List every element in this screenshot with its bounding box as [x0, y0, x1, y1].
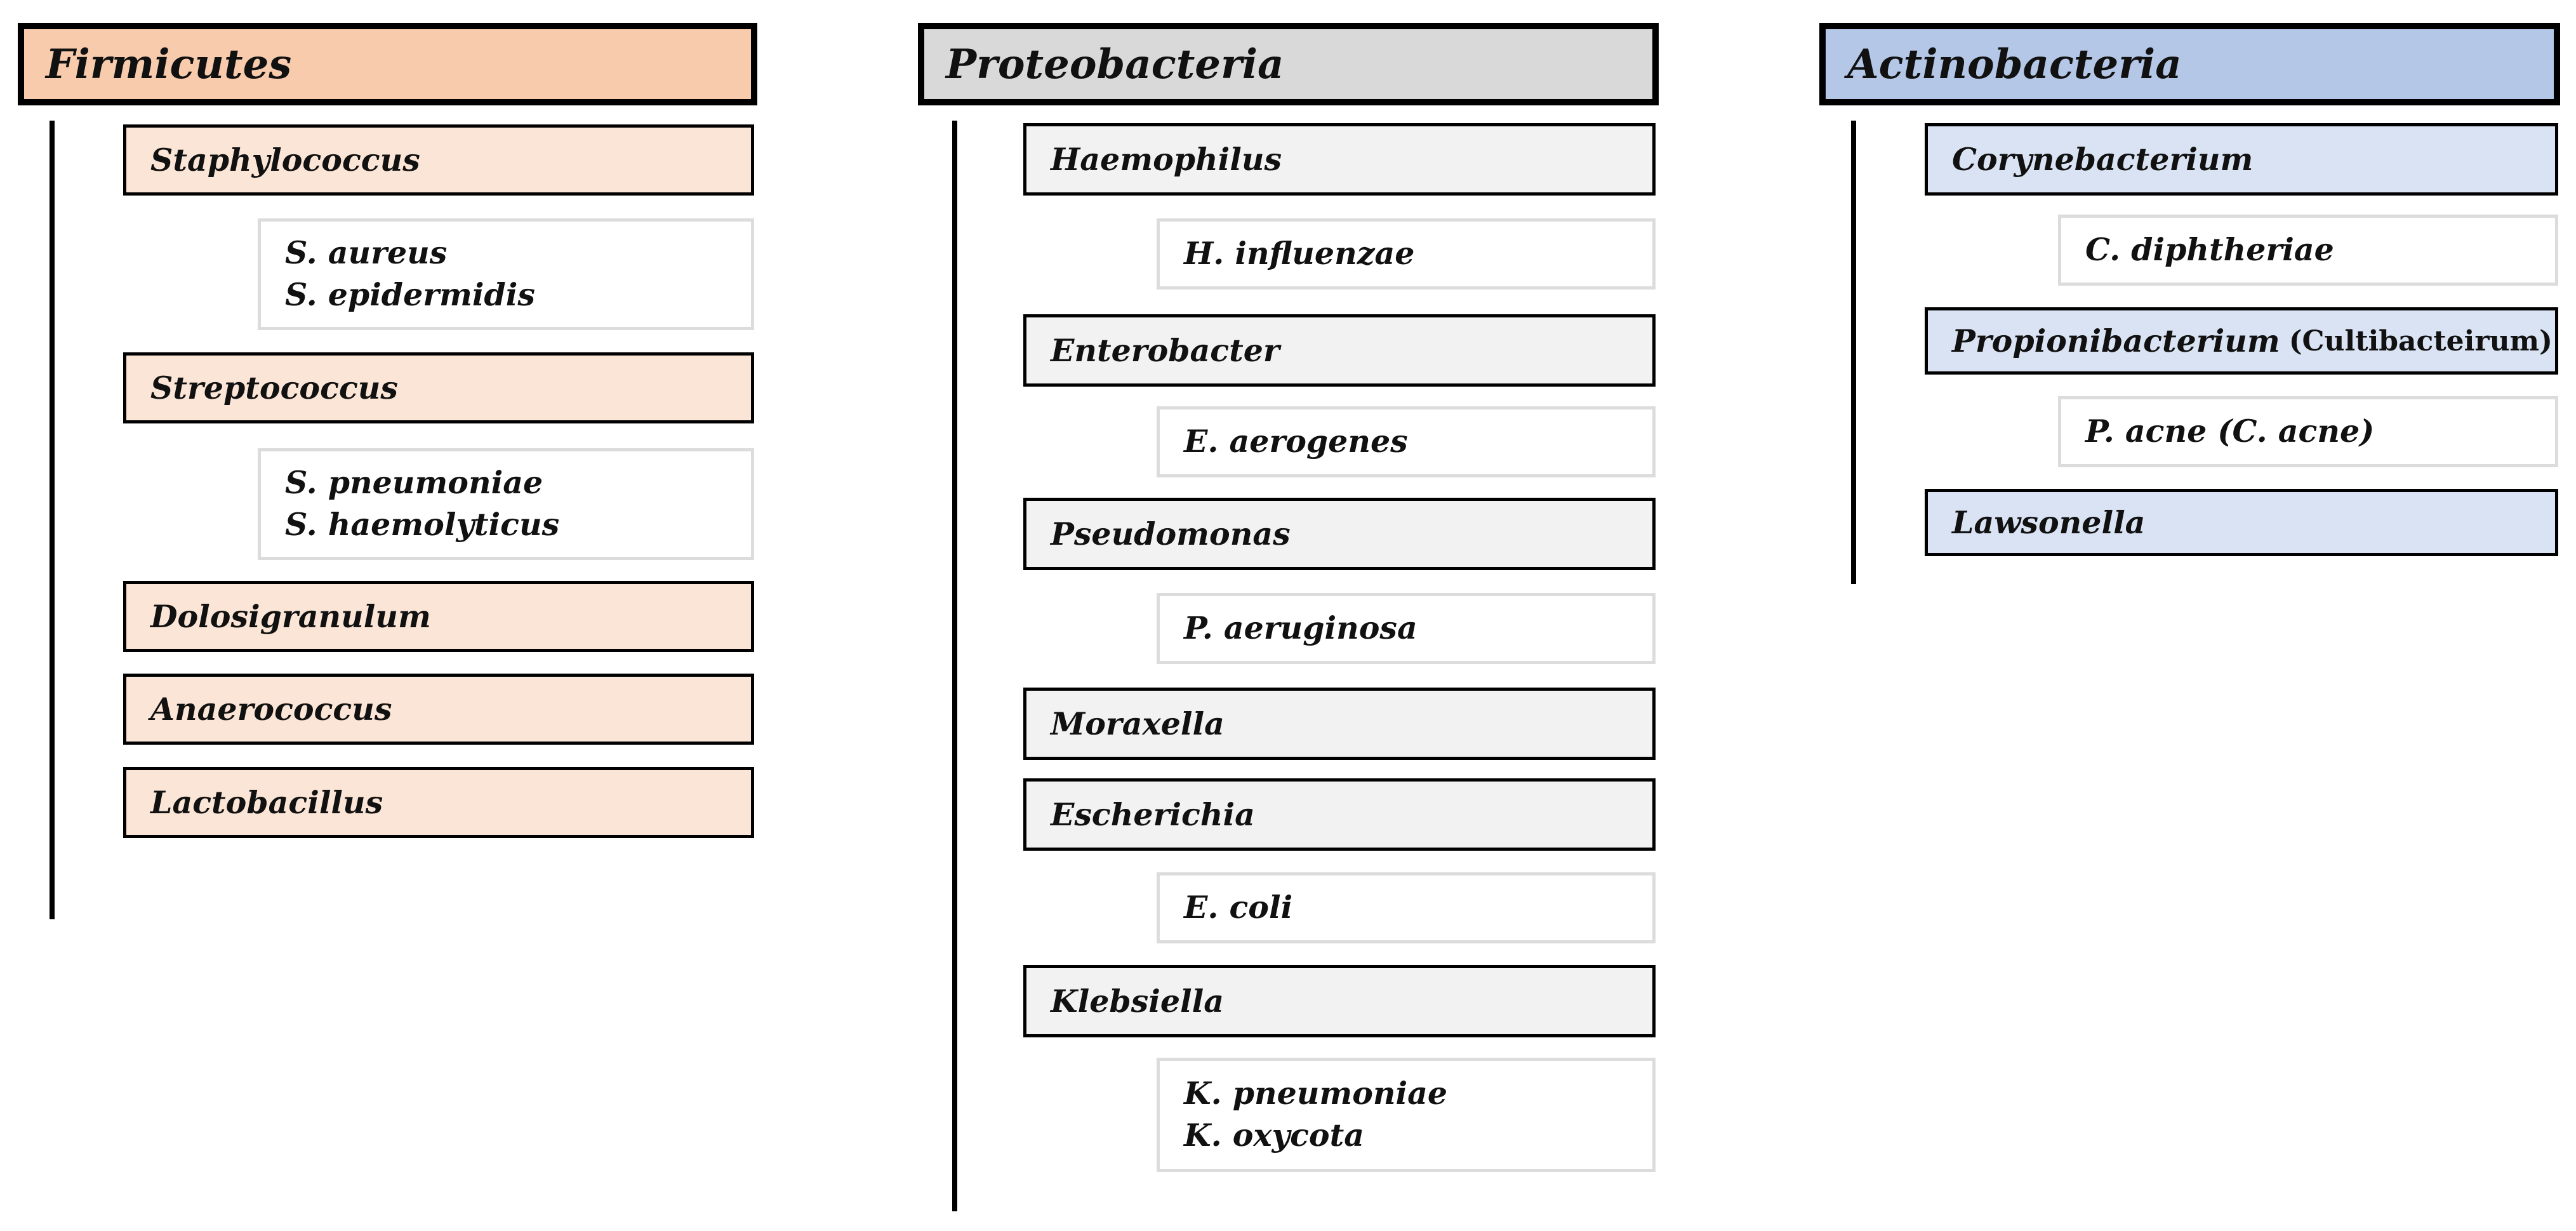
species-box-klebsiella: K. pneumoniae K. oxycota	[1157, 1058, 1656, 1172]
genus-label: Staphylococcus	[150, 142, 420, 178]
phylum-box-actinobacteria: Actinobacteria	[1819, 23, 2560, 105]
genus-box-dolosigranulum: Dolosigranulum	[123, 581, 754, 652]
genus-label: Moraxella	[1051, 705, 1225, 742]
genus-label: Anaerococcus	[150, 691, 392, 728]
genus-box-lawsonella: Lawsonella	[1925, 489, 2558, 556]
genus-box-haemophilus: Haemophilus	[1023, 123, 1656, 196]
tree-connector-line	[50, 121, 55, 919]
species-label: S. aureus	[285, 234, 448, 272]
genus-box-staphylococcus: Staphylococcus	[123, 124, 754, 196]
genus-box-corynebacterium: Corynebacterium	[1925, 123, 2558, 196]
genus-label: Corynebacterium	[1952, 141, 2254, 178]
species-box-enterobacter: E. aerogenes	[1157, 406, 1656, 477]
species-label: E. aerogenes	[1184, 423, 1408, 460]
tree-connector-line	[952, 121, 957, 1211]
species-box-pseudomonas: P. aeruginosa	[1157, 593, 1656, 664]
phylum-box-firmicutes: Firmicutes	[18, 23, 757, 105]
species-box-corynebacterium: C. diphtheriae	[2058, 215, 2558, 286]
species-label: E. coli	[1184, 889, 1293, 926]
genus-label: Lactobacillus	[150, 784, 383, 821]
genus-label: Escherichia	[1051, 796, 1255, 833]
species-label: H. influenzae	[1184, 235, 1415, 272]
species-box-escherichia: E. coli	[1157, 872, 1656, 943]
species-box-staphylococcus: S. aureus S. epidermidis	[258, 218, 754, 330]
genus-label: Streptococcus	[150, 369, 398, 406]
genus-label: Propionibacterium	[1952, 323, 2280, 359]
genus-box-pseudomonas: Pseudomonas	[1023, 498, 1656, 570]
species-label: K. oxycota	[1184, 1117, 1364, 1154]
species-label: P. aeruginosa	[1184, 609, 1417, 647]
genus-box-escherichia: Escherichia	[1023, 778, 1656, 851]
genus-box-streptococcus: Streptococcus	[123, 352, 754, 423]
genus-alt-label: (Cultibacteirum)	[2288, 324, 2553, 357]
genus-label: Haemophilus	[1051, 141, 1282, 178]
genus-box-moraxella: Moraxella	[1023, 688, 1656, 760]
phylum-label: Proteobacteria	[946, 40, 1284, 88]
genus-label: Klebsiella	[1051, 983, 1224, 1020]
species-label: K. pneumoniae	[1184, 1075, 1448, 1112]
species-label: S. pneumoniae	[285, 464, 543, 502]
species-label: C. diphtheriae	[2085, 231, 2334, 269]
species-box-haemophilus: H. influenzae	[1157, 218, 1656, 289]
phylum-box-proteobacteria: Proteobacteria	[918, 23, 1659, 105]
genus-box-anaerococcus: Anaerococcus	[123, 674, 754, 745]
genus-label: Enterobacter	[1051, 332, 1280, 369]
species-box-propionibacterium: P. acne (C. acne)	[2058, 396, 2558, 467]
phylum-label: Actinobacteria	[1847, 40, 2182, 88]
genus-label: Lawsonella	[1952, 504, 2146, 541]
species-label: S. epidermidis	[285, 276, 535, 313]
species-label: S. haemolyticus	[285, 506, 560, 543]
species-box-streptococcus: S. pneumoniae S. haemolyticus	[258, 448, 754, 560]
tree-connector-line	[1851, 121, 1856, 584]
genus-box-lactobacillus: Lactobacillus	[123, 767, 754, 838]
species-label: P. acne (C. acne)	[2085, 413, 2375, 450]
genus-box-klebsiella: Klebsiella	[1023, 965, 1656, 1037]
genus-label: Dolosigranulum	[150, 598, 431, 635]
genus-box-propionibacterium: Propionibacterium (Cultibacteirum)	[1925, 307, 2558, 375]
genus-box-enterobacter: Enterobacter	[1023, 314, 1656, 387]
phylum-label: Firmicutes	[46, 40, 292, 88]
genus-label: Pseudomonas	[1051, 516, 1291, 552]
